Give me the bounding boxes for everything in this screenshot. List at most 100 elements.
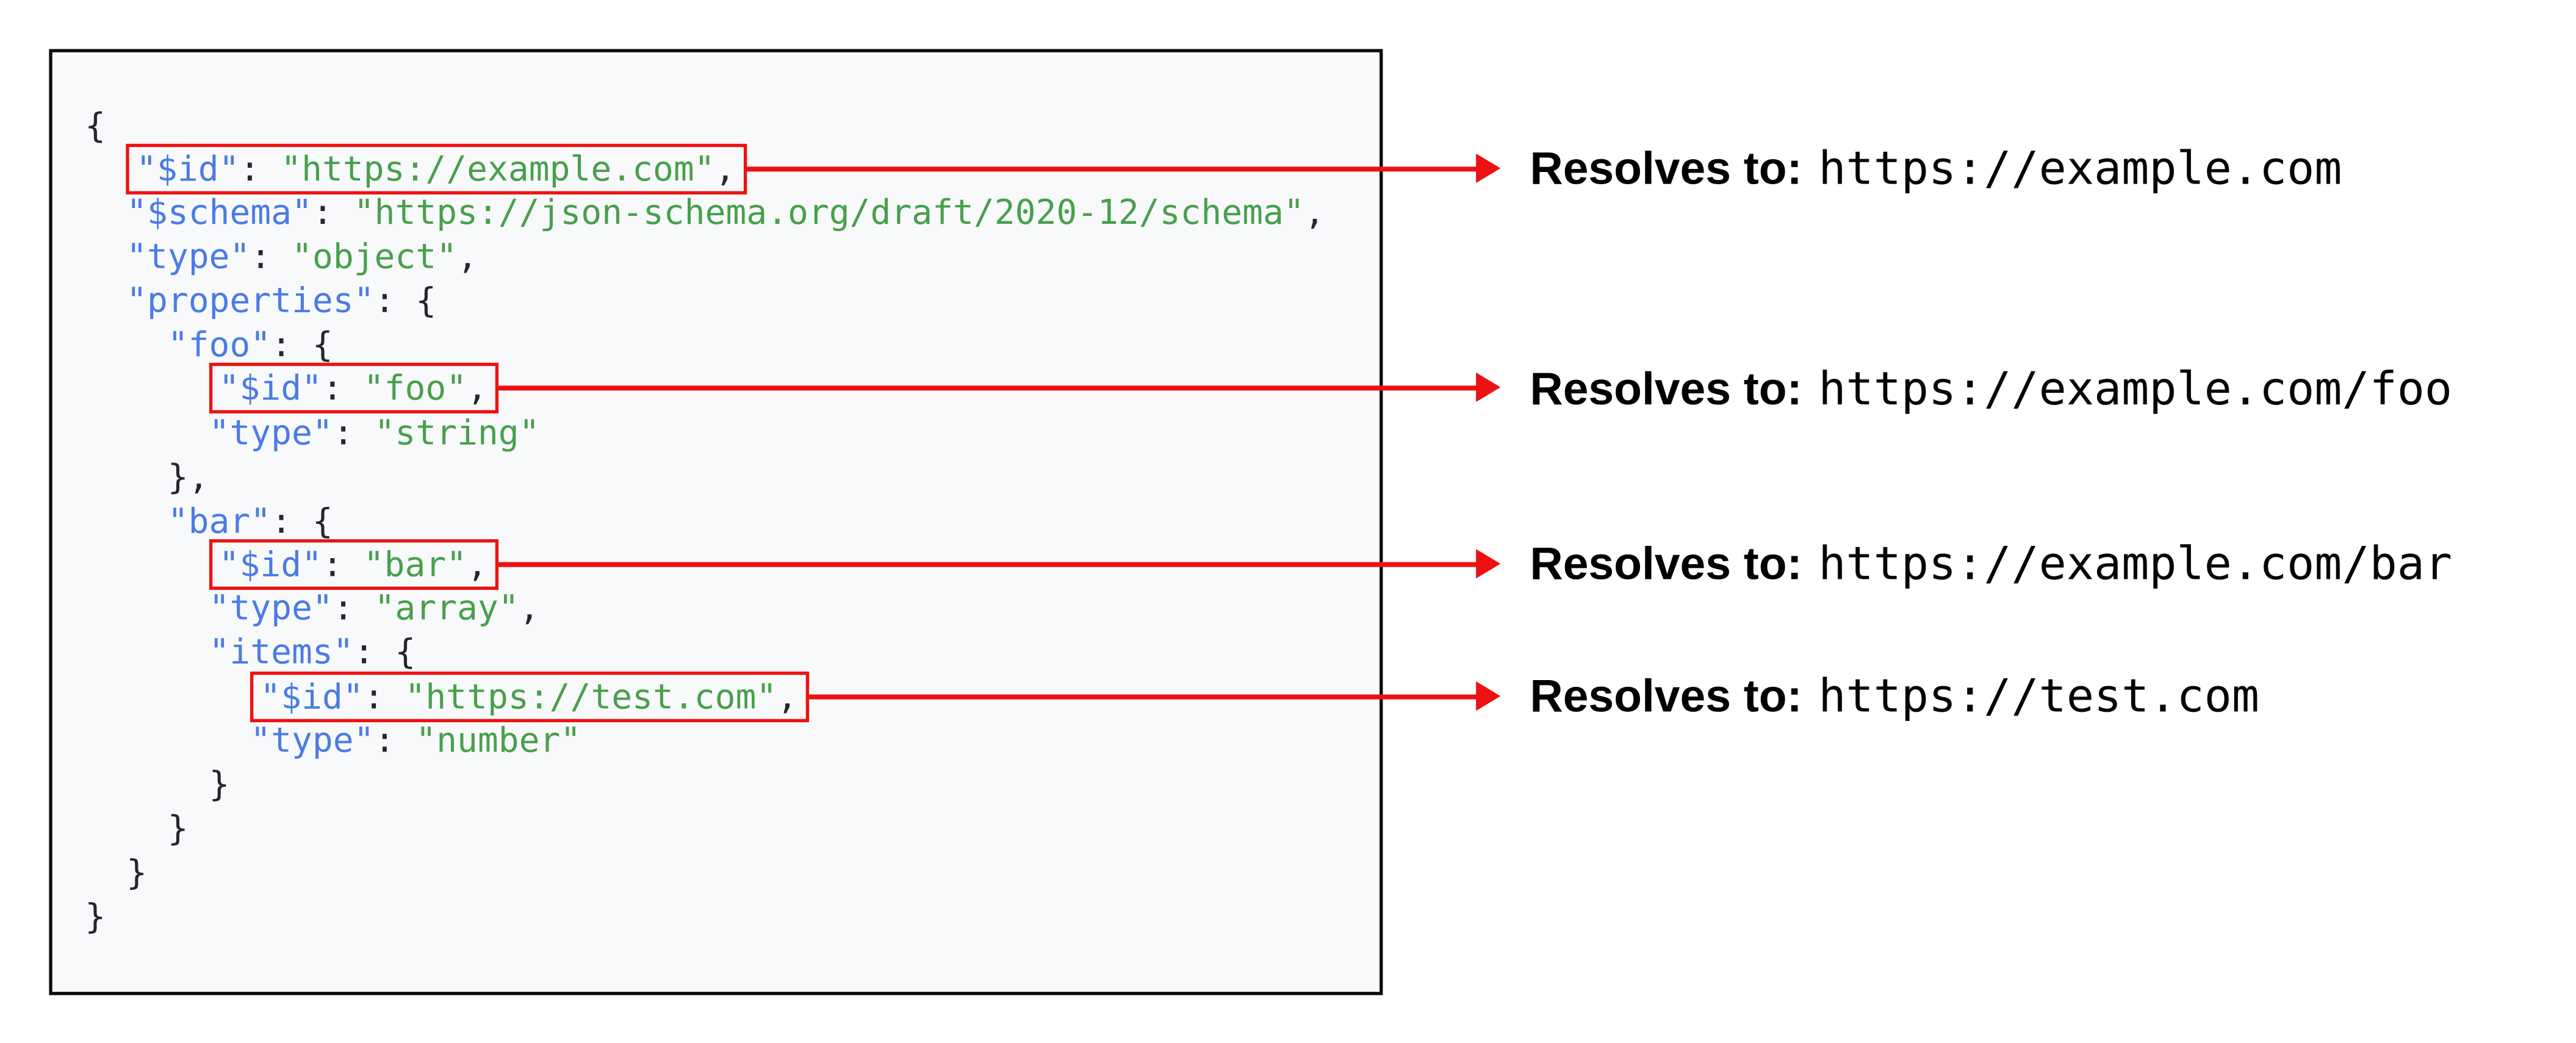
code-token: "https://example.com"	[281, 149, 715, 189]
id-highlight-box: "$id": "https://example.com",	[126, 143, 747, 195]
code-line: {	[85, 104, 1380, 148]
resolves-to-annotation: Resolves to: https://example.com/bar	[1530, 537, 2453, 591]
code-line: "type": "array",	[85, 587, 1380, 631]
code-token: }	[167, 808, 189, 848]
code-indent	[85, 545, 209, 584]
code-indent	[85, 193, 126, 232]
code-token: :	[333, 589, 375, 628]
code-token: }	[126, 852, 147, 892]
code-token: ,	[467, 369, 488, 409]
id-highlight-box: "$id": "bar",	[209, 539, 499, 590]
code-line: "type": "string"	[85, 411, 1380, 455]
code-token: :	[363, 676, 405, 716]
code-token: "$id"	[218, 369, 322, 409]
code-token: : {	[374, 281, 437, 321]
resolves-to-label: Resolves to:	[1530, 670, 1802, 722]
code-line: "$schema": "https://json-schema.org/draf…	[85, 192, 1380, 235]
resolve-arrow	[744, 166, 1480, 172]
resolves-to-label: Resolves to:	[1530, 143, 1802, 195]
resolve-arrow-head	[1476, 373, 1501, 403]
code-token: }	[209, 764, 230, 804]
code-token: "object"	[292, 237, 458, 277]
code-line: "properties": {	[85, 279, 1380, 323]
code-line: "$id": "foo",	[85, 363, 1380, 414]
resolves-to-annotation: Resolves to: https://example.com	[1530, 142, 2342, 196]
code-token: : {	[271, 324, 333, 365]
code-token: :	[312, 193, 354, 233]
code-indent	[85, 457, 167, 496]
code-token: :	[322, 369, 364, 409]
code-line: "items": {	[85, 631, 1380, 675]
code-token: "$id"	[136, 149, 240, 189]
resolves-to-annotation: Resolves to: https://example.com/foo	[1530, 362, 2453, 415]
code-token: "array"	[374, 589, 519, 628]
id-highlight-box: "$id": "https://test.com",	[250, 670, 809, 722]
code-token: "bar"	[363, 545, 467, 584]
code-indent	[85, 501, 167, 540]
resolved-uri: https://example.com	[1818, 142, 2342, 196]
resolve-arrow-head	[1476, 153, 1501, 183]
code-indent	[85, 281, 126, 320]
code-token: "$id"	[260, 676, 364, 716]
code-token: "number"	[416, 720, 581, 760]
code-line: "foo": {	[85, 323, 1380, 367]
code-token: "type"	[209, 589, 333, 628]
resolves-to-annotation: Resolves to: https://test.com	[1530, 669, 2259, 723]
code-token: ,	[714, 149, 736, 189]
code-token: :	[250, 237, 292, 277]
code-line: "$id": "https://example.com",	[85, 143, 1380, 195]
code-token: "https://test.com"	[405, 676, 777, 716]
code-token: "type"	[126, 237, 251, 277]
code-token: ,	[519, 589, 540, 628]
resolve-arrow	[806, 694, 1480, 699]
code-token: "bar"	[167, 501, 272, 540]
code-indent	[85, 720, 250, 759]
code-indent	[85, 325, 167, 364]
resolved-uri: https://example.com/foo	[1818, 361, 2453, 416]
code-indent	[85, 676, 250, 715]
code-line: },	[85, 455, 1380, 499]
code-line: "type": "number"	[85, 719, 1380, 763]
code-token: ,	[457, 237, 478, 277]
code-token: }	[85, 896, 106, 936]
code-indent	[85, 764, 209, 803]
code-token: "https://json-schema.org/draft/2020-12/s…	[353, 193, 1304, 233]
code-line: "bar": {	[85, 499, 1380, 543]
code-token: :	[322, 545, 364, 584]
resolve-arrow	[496, 562, 1480, 567]
code-indent	[85, 237, 126, 276]
code-token: {	[85, 105, 106, 145]
code-token: "$schema"	[126, 193, 312, 233]
code-indent	[85, 633, 209, 672]
code-token: : {	[353, 633, 416, 672]
code-line: }	[85, 763, 1380, 807]
code-token: "foo"	[167, 324, 272, 365]
resolve-arrow-head	[1476, 680, 1501, 711]
code-token: "type"	[209, 413, 333, 453]
code-token: :	[374, 720, 416, 760]
code-line: "$id": "bar",	[85, 539, 1380, 590]
code-line: }	[85, 851, 1380, 895]
code-line: }	[85, 895, 1380, 939]
resolved-uri: https://example.com/bar	[1818, 537, 2453, 592]
code-indent	[85, 808, 167, 847]
code-indent	[85, 413, 209, 452]
code-indent	[85, 589, 209, 628]
resolves-to-label: Resolves to:	[1530, 539, 1802, 590]
code-token: "type"	[250, 720, 375, 760]
code-line: "$id": "https://test.com",	[85, 670, 1380, 722]
code-token: "string"	[374, 413, 540, 453]
resolve-arrow-head	[1476, 548, 1501, 579]
code-token: "$id"	[218, 545, 322, 584]
code-indent	[85, 852, 126, 891]
code-token: : {	[271, 501, 333, 540]
code-token: ,	[777, 676, 798, 716]
code-token: ,	[1304, 193, 1325, 233]
code-indent	[85, 149, 126, 188]
resolved-uri: https://test.com	[1818, 669, 2259, 723]
code-indent	[85, 369, 209, 408]
code-line: }	[85, 807, 1380, 851]
resolves-to-label: Resolves to:	[1530, 363, 1802, 414]
